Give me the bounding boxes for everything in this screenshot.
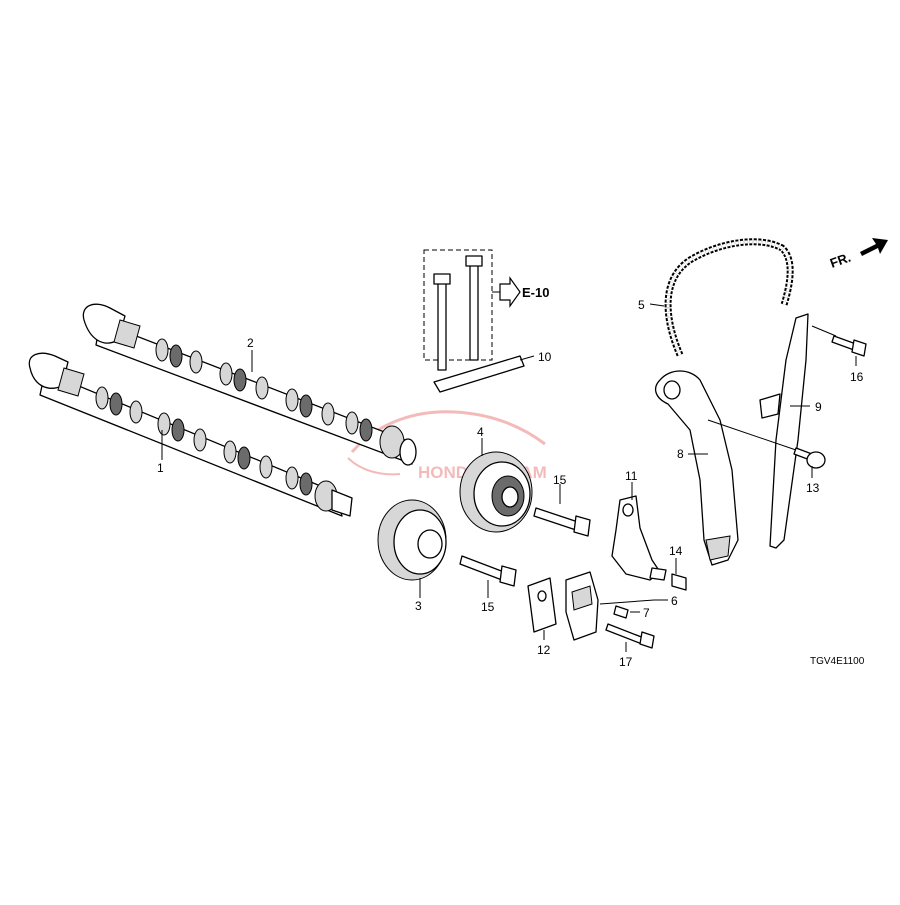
tensioner-arm — [654, 370, 739, 566]
bolt-16 — [831, 335, 867, 357]
callout-9: 9 — [815, 400, 822, 414]
callout-17: 17 — [619, 655, 633, 669]
camshaft-upper — [82, 303, 417, 466]
bolt-7 — [613, 605, 629, 619]
callout-15-upper: 15 — [553, 473, 567, 487]
callout-10: 10 — [538, 350, 552, 364]
callout-7: 7 — [643, 606, 650, 620]
callout-14: 14 — [669, 544, 683, 558]
bolt-17 — [605, 623, 655, 649]
tensioner-gasket — [527, 577, 557, 633]
callout-3: 3 — [415, 599, 422, 613]
callout-2: 2 — [247, 336, 254, 350]
tensioner-lever — [611, 495, 667, 581]
callout-11: 11 — [625, 469, 638, 483]
chain-guide — [759, 313, 809, 549]
callout-16: 16 — [850, 370, 864, 384]
bolt-15-upper — [533, 507, 591, 537]
camshaft-lower — [28, 352, 353, 517]
chain-tensioner — [565, 571, 599, 641]
cam-chain — [664, 238, 794, 357]
reference-label: E-10 — [522, 285, 549, 300]
callout-5: 5 — [638, 298, 645, 312]
vtc-sprocket-upper — [459, 451, 533, 533]
diagram-code: TGV4E1100 — [810, 656, 865, 667]
pin-14 — [671, 573, 687, 591]
reference-box — [423, 249, 525, 393]
front-direction-arrow: FR. — [828, 238, 888, 271]
vtc-sprocket-lower — [377, 499, 447, 581]
callout-12: 12 — [537, 643, 551, 657]
callout-15-lower: 15 — [481, 600, 495, 614]
direction-label: FR. — [828, 250, 853, 271]
callouts: 1 2 3 4 5 6 7 8 9 10 11 12 13 14 15 15 1… — [157, 298, 864, 669]
bolt-13 — [793, 447, 826, 469]
bolt-15-lower — [459, 555, 517, 587]
callout-1: 1 — [157, 461, 164, 475]
callout-4: 4 — [477, 425, 484, 439]
callout-6: 6 — [671, 594, 678, 608]
callout-8: 8 — [677, 447, 684, 461]
callout-13: 13 — [806, 481, 820, 495]
reference-arrow: E-10 — [499, 276, 549, 308]
leader-lines — [161, 303, 857, 652]
